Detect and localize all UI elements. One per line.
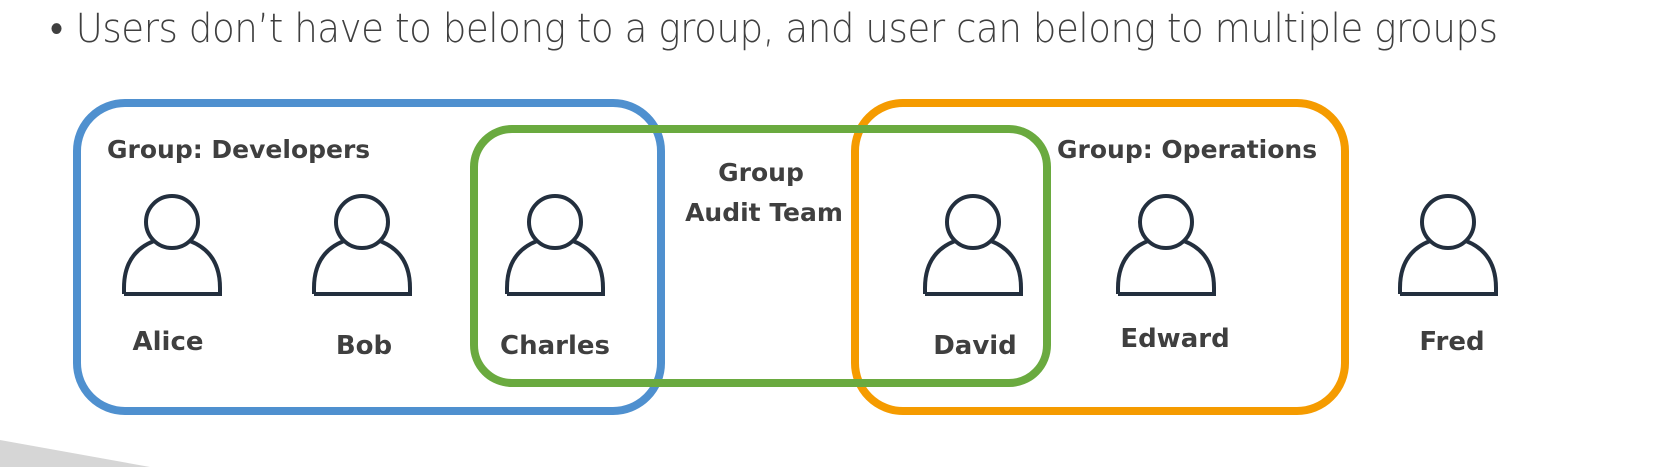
user-icon: [505, 194, 605, 296]
slide-decoration: [0, 440, 150, 467]
user-name-edward: Edward: [1120, 324, 1229, 354]
group-operations-box: [851, 99, 1349, 415]
user-icon: [923, 194, 1023, 296]
group-developers-box: [73, 99, 665, 415]
bullet-point: • Users don’t have to belong to a group, …: [50, 6, 1498, 52]
user-name-david: David: [933, 331, 1017, 361]
user-name-alice: Alice: [133, 327, 204, 357]
user-icon: [122, 194, 222, 296]
user-name-charles: Charles: [500, 331, 610, 361]
user-icon: [1398, 194, 1498, 296]
group-audit-label-line2: Audit Team: [685, 198, 843, 227]
user-name-fred: Fred: [1419, 327, 1484, 357]
group-developers-label: Group: Developers: [107, 135, 370, 164]
group-audit-label-line1: Group: [718, 158, 804, 187]
user-icon: [1116, 194, 1216, 296]
group-audit-box: [470, 125, 1051, 387]
bullet-dot: •: [50, 6, 63, 52]
user-icon: [312, 194, 412, 296]
group-operations-label: Group: Operations: [1057, 135, 1317, 164]
user-name-bob: Bob: [336, 331, 392, 361]
bullet-text: Users don’t have to belong to a group, a…: [75, 6, 1498, 52]
